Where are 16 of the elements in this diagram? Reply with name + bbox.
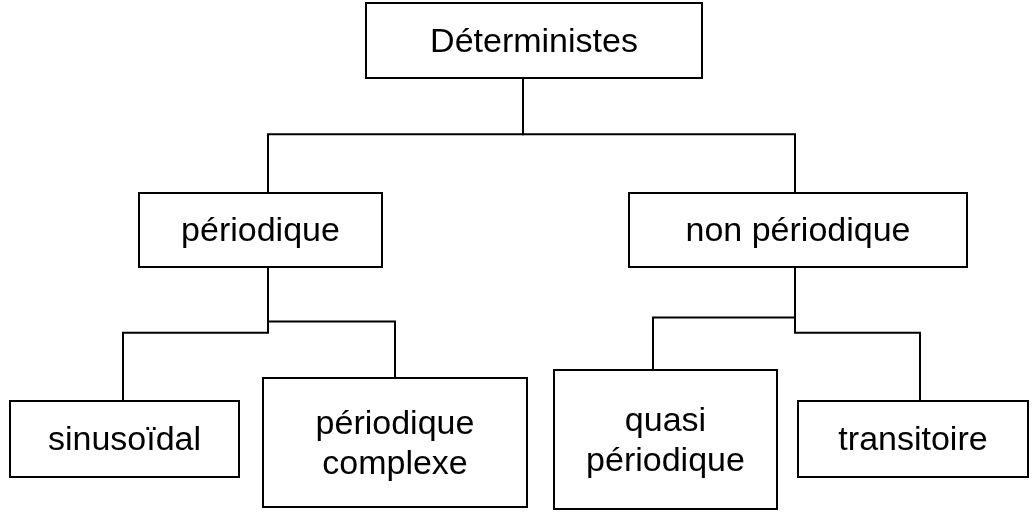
category-box	[9, 400, 240, 478]
connector-line	[267, 267, 396, 378]
category-box	[553, 369, 778, 510]
box-label: transitoire	[838, 419, 988, 459]
box-label: non périodique	[685, 210, 911, 250]
box-label: Déterministes	[430, 20, 638, 61]
category-box	[138, 192, 383, 268]
category-box	[628, 192, 968, 268]
box-label: sinusoïdal	[47, 419, 202, 459]
category-box	[797, 400, 1029, 478]
box-label: périodique	[181, 210, 340, 250]
box-label: périodique complexe	[314, 403, 476, 482]
connector-line	[794, 267, 921, 401]
category-box	[262, 377, 528, 508]
category-box	[365, 2, 703, 79]
box-label: quasi périodique	[585, 400, 746, 479]
